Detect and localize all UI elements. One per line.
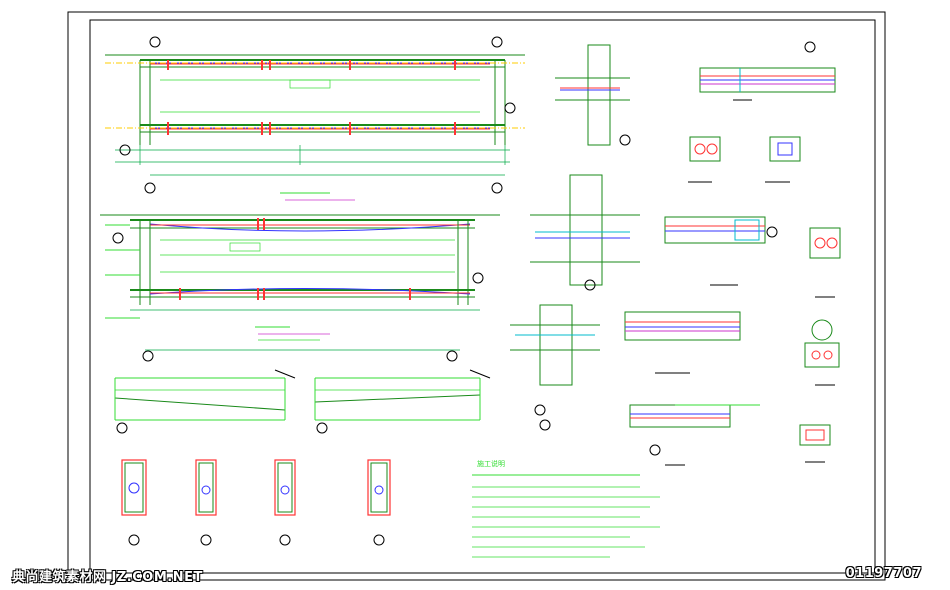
section-detail-4 [799,424,831,463]
tendon-profile-left [114,369,296,434]
anchorage-detail-1 [699,41,836,101]
anchorage-detail-4 [629,404,760,466]
inner-frame [89,19,876,574]
notes-title: 施工说明 [477,459,505,468]
outer-frame [67,11,886,581]
joint-detail-2 [530,174,640,291]
anchorage-detail-2 [664,216,778,286]
section-details-row [121,459,391,546]
beam-elevation-1 [105,36,525,201]
joint-detail-3 [510,304,600,431]
section-detail-2 [809,227,841,298]
section-pair-1 [688,136,801,183]
beam-elevation-2 [100,214,500,362]
tendon-profile-right [314,369,491,434]
watermark-right: 01197707 [845,566,922,581]
section-detail-3 [804,319,840,386]
anchorage-detail-3 [624,311,741,374]
joint-detail-1 [555,44,631,146]
watermark-left: 典尚建筑素材网 JZ.COM.NET [12,570,203,585]
construction-notes [472,474,660,558]
